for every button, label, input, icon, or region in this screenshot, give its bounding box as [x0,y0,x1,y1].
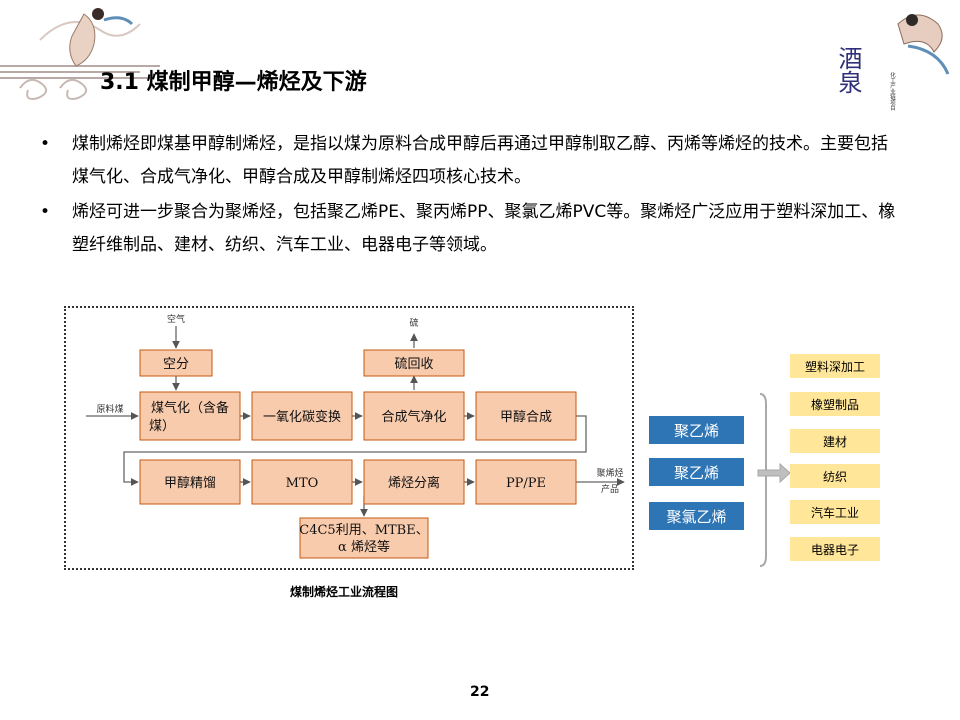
node-label: 烯烃分离 [388,475,440,491]
node-label: MTO [286,476,319,491]
bullet-text: 烯烃可进一步聚合为聚烯烃，包括聚乙烯PE、聚丙烯PP、聚氯乙烯PVC等。聚烯烃广… [72,202,896,255]
bullet-marker: • [40,202,51,222]
polyolefin-box: 聚氯乙烯 [649,502,744,530]
node-air-separation: 空分 [139,349,213,377]
node-label: 合成气净化 [381,409,446,425]
node-label: 空分 [163,357,189,372]
page-number: 22 [470,684,490,700]
node-methanol-synthesis: 甲醇合成 [475,391,577,441]
node-label: 甲醇精馏 [164,475,216,491]
label-product: 聚烯烃 [596,467,623,479]
application-box: 建材 [790,429,880,453]
polyolefin-box: 聚乙烯 [649,416,744,444]
bullet-list: • 煤制烯烃即煤基甲醇制烯烃，是指以煤为原料合成甲醇后再通过甲醇制取乙醇、丙烯等… [38,128,898,264]
bullet-item: • 烯烃可进一步聚合为聚烯烃，包括聚乙烯PE、聚丙烯PP、聚氯乙烯PVC等。聚烯… [38,196,898,262]
logo-emblem: 酒泉 化工产业链项目 [838,14,950,112]
node-label: C4C5利用、MTBE、 [299,523,428,538]
label-raw-coal: 原料煤 [96,403,123,415]
label-air: 空气 [167,313,185,325]
node-sulfur-recovery: 硫回收 [363,349,465,377]
node-label: 一氧化碳变换 [263,409,341,425]
node-label: 甲醇合成 [500,409,552,425]
node-mto: MTO [251,459,353,505]
process-flowchart: 空分 煤气化（含备 煤） 一氧化碳变换 合成气净化 甲醇合成 硫回收 甲醇精馏 … [86,313,625,559]
node-label: 煤气化（含备 [151,400,229,416]
label-product: 产品 [601,483,619,495]
decorative-ornament-left [0,8,160,100]
bullet-marker: • [40,134,51,154]
flowchart-caption: 煤制烯烃工业流程图 [290,585,399,599]
application-box: 塑料深加工 [790,354,880,378]
node-gasification: 煤气化（含备 煤） [139,391,241,441]
node-label: α 烯烃等 [338,539,390,555]
label-sulfur: 硫 [409,317,418,329]
node-label: 煤） [149,419,175,434]
logo-subtext: 化工产业链项目 [889,71,896,112]
bullet-text: 煤制烯烃即煤基甲醇制烯烃，是指以煤为原料合成甲醇后再通过甲醇制取乙醇、丙烯等烯烃… [72,134,888,187]
node-olefin-separation: 烯烃分离 [363,459,465,505]
application-box: 橡塑制品 [790,392,880,416]
node-byproducts: C4C5利用、MTBE、 α 烯烃等 [299,517,429,559]
application-box: 汽车工业 [790,500,880,524]
flowchart-frame [64,306,634,570]
node-label: PP/PE [506,476,546,491]
node-pp-pe: PP/PE [475,459,577,505]
node-syngas-purification: 合成气净化 [363,391,465,441]
node-label: 硫回收 [394,357,433,372]
polyolefin-box: 聚乙烯 [649,458,744,486]
application-box: 电器电子 [790,537,880,561]
bracket-arrow [757,393,791,567]
logo-text: 酒泉 [838,46,862,94]
slide-title: 3.1 煤制甲醇—烯烃及下游 [100,70,367,95]
node-methanol-distillation: 甲醇精馏 [139,459,241,505]
application-box: 纺织 [790,464,880,488]
node-co-shift: 一氧化碳变换 [251,391,353,441]
bullet-item: • 煤制烯烃即煤基甲醇制烯烃，是指以煤为原料合成甲醇后再通过甲醇制取乙醇、丙烯等… [38,128,898,194]
